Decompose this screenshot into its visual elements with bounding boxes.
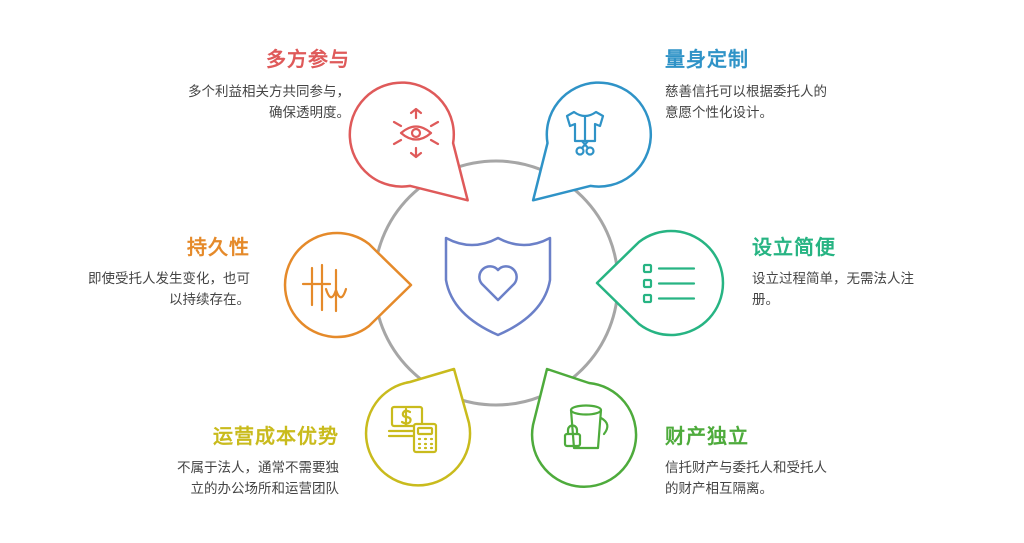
title-participation: 多方参与 xyxy=(266,47,350,71)
title-customization: 量身定制 xyxy=(665,47,749,71)
locked-bucket-icon xyxy=(563,404,609,450)
desc-customization: 慈善信托可以根据委托人的意愿个性化设计。 xyxy=(665,84,827,121)
title-durability: 持久性 xyxy=(187,235,250,259)
pin-independent-assets xyxy=(530,367,638,488)
title-cost-advantage: 运营成本优势 xyxy=(213,424,339,448)
pin-durability xyxy=(283,231,413,339)
title-simple-setup: 设立简便 xyxy=(752,235,836,259)
pin-participation xyxy=(348,81,469,202)
shield-heart-icon xyxy=(444,236,552,337)
eye-icon xyxy=(392,107,440,159)
desc-simple-setup: 设立过程简单，无需法人注册。 xyxy=(752,271,914,308)
desc-independent-assets: 信托财产与委托人和受托人的财产相互隔离。 xyxy=(665,460,827,497)
timeline-icon xyxy=(301,263,348,313)
desc-durability: 即使受托人发生变化，也可以持续存在。 xyxy=(88,271,250,308)
title-independent-assets: 财产独立 xyxy=(665,424,749,448)
money-calculator-icon xyxy=(387,405,438,454)
tailored-shirt-icon xyxy=(565,110,605,156)
desc-cost-advantage: 不属于法人，通常不需要独立的办公场所和运营团队 xyxy=(177,460,339,497)
checklist-icon xyxy=(642,263,696,304)
desc-participation: 多个利益相关方共同参与，确保透明度。 xyxy=(188,84,350,121)
